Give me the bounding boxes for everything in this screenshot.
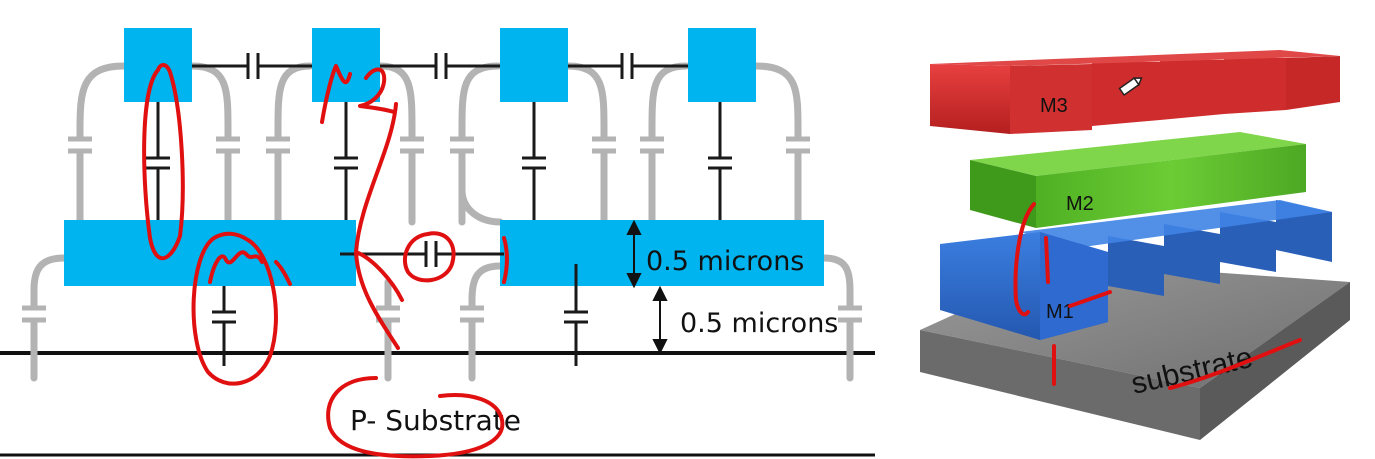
circle-annotation-coupling-cap (402, 231, 456, 283)
dimension-label-upper: 0.5 microns (646, 246, 804, 277)
m2-block-2 (312, 28, 380, 102)
fringe-caps-upper (66, 136, 812, 154)
m1-bar-right (500, 220, 824, 286)
red-mark-m1 (1068, 290, 1112, 308)
fringe-caps-lower (20, 305, 864, 323)
vertical-caps-m1-substrate (212, 264, 588, 366)
circle-annotation-substrate (326, 376, 505, 459)
handwritten-m2-scribble (320, 64, 396, 124)
handwritten-m1-scribble (208, 250, 292, 286)
cross-section-diagram: 0.5 microns 0.5 microns P- Substrate (0, 28, 875, 459)
m2-block-3 (500, 28, 568, 102)
vertical-caps-m2-m1 (146, 96, 732, 222)
metal-stack-3d: M3 M2 M1 substrate (920, 50, 1350, 440)
red-underline-substrate (1168, 338, 1302, 390)
handwritten-annotations-3d (1013, 202, 1302, 390)
layer-label-m3: M3 (1040, 95, 1068, 117)
circle-annotation-m1-cap (191, 231, 278, 386)
m2-block-4 (688, 28, 756, 102)
red-tick-m1 (1044, 236, 1050, 284)
red-arrow-m2-m1-3d (1013, 202, 1036, 317)
red-arrow-m2-to-m1 (354, 102, 404, 350)
m3-bars (930, 50, 1340, 134)
handwritten-annotations (142, 63, 509, 459)
dimension-arrows (626, 219, 668, 355)
pencil-icon[interactable] (1118, 75, 1144, 97)
red-tick-mark (502, 236, 509, 284)
m1-bars (940, 200, 1332, 340)
layer-label-m2: M2 (1066, 193, 1094, 215)
circle-annotation-m2-cap (142, 63, 185, 261)
layer-label-m1: M1 (1046, 301, 1074, 323)
substrate-label: P- Substrate (350, 404, 521, 437)
dimension-label-lower: 0.5 microns (680, 308, 838, 339)
m2-block-1 (124, 28, 192, 102)
coupling-caps-top (192, 53, 688, 79)
coupling-cap-m1 (340, 241, 504, 267)
m2-bars (970, 132, 1306, 228)
